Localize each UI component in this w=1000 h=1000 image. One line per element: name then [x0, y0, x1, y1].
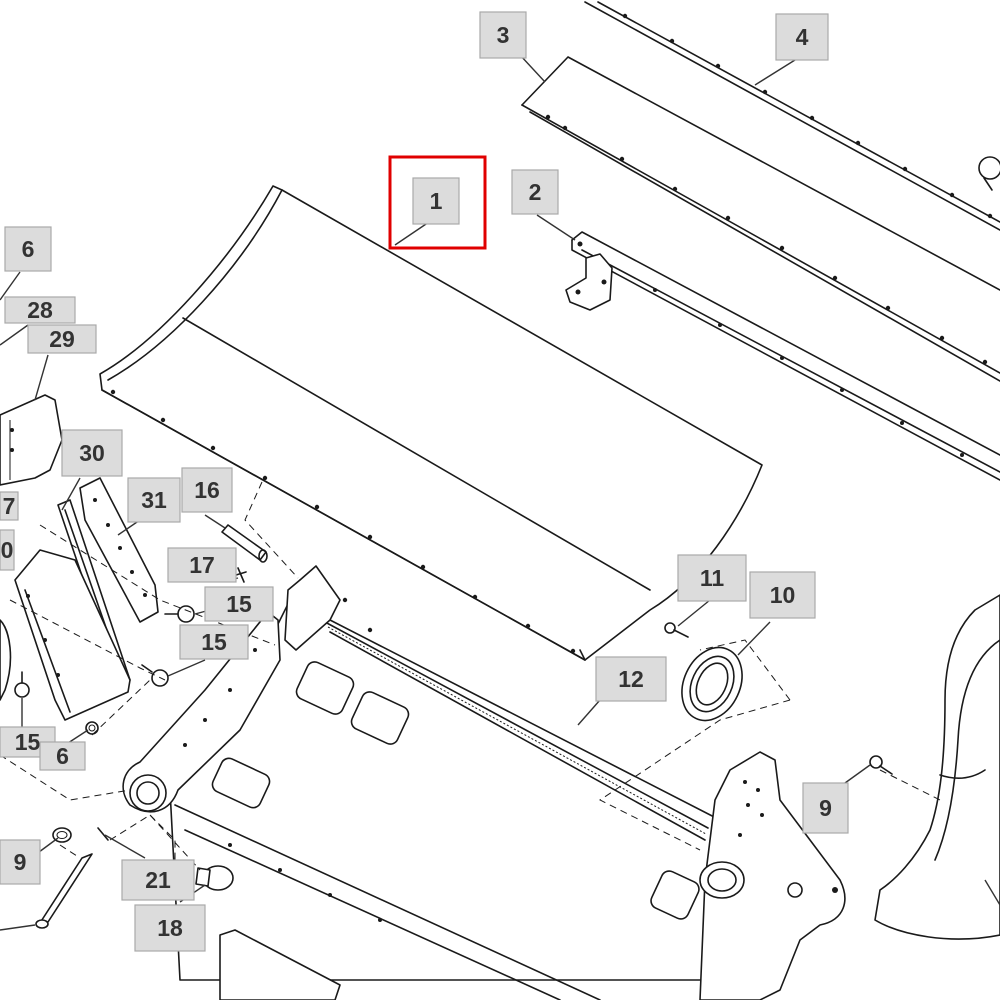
part-18-bolt [195, 865, 234, 891]
callout-number: 15 [15, 729, 41, 755]
callout-number: 7 [3, 493, 16, 519]
callout-15: 15 [179, 624, 249, 660]
callout-box [511, 169, 559, 215]
callout-box [0, 529, 15, 571]
callout-number: 1 [430, 188, 443, 214]
callout-box [4, 226, 52, 272]
part-16-pin [221, 524, 268, 563]
callout-box [127, 477, 181, 523]
callout-box [479, 11, 527, 59]
part-15-bolt-a [164, 605, 195, 623]
callout-16: 16 [181, 467, 233, 513]
callout-9: 9 [0, 839, 41, 885]
right-housing [874, 594, 1000, 940]
knob-fastener [978, 156, 1000, 191]
callout-box [39, 741, 86, 771]
callout-box [595, 656, 667, 702]
callout-6: 6 [39, 741, 86, 771]
callout-box [412, 177, 460, 225]
callout-box [0, 839, 41, 885]
callout-9: 9 [802, 782, 849, 834]
callout-number: 15 [201, 629, 227, 655]
part-15-bolt-c [14, 671, 30, 698]
callout-number: 10 [770, 582, 796, 608]
callout-17: 17 [167, 547, 237, 583]
callout-7: 7 [0, 491, 19, 521]
callout-number: 11 [700, 565, 725, 591]
callout-11: 11 [677, 554, 747, 602]
callout-0: 0 [0, 529, 15, 571]
callout-number: 29 [49, 326, 75, 352]
callout-box [181, 467, 233, 513]
callout-21: 21 [121, 859, 195, 901]
callout-box [775, 13, 829, 61]
leader-lines [0, 54, 1000, 931]
callout-number: 4 [796, 24, 809, 50]
part-6-nut [85, 721, 99, 735]
callout-29: 29 [27, 324, 97, 354]
part-29-bracket [0, 394, 63, 486]
callout-number: 31 [141, 487, 167, 513]
callout-box [749, 571, 816, 619]
part-9-bolt-right [869, 755, 893, 775]
callout-number: 21 [145, 867, 171, 893]
callout-6: 6 [4, 226, 52, 272]
callout-box [179, 624, 249, 660]
part-15-bolt-b [141, 664, 169, 687]
part-31-plate [79, 477, 159, 623]
callout-box [0, 491, 19, 521]
left-side-plate [122, 565, 341, 813]
part-11-screw [664, 622, 689, 638]
callout-3: 3 [479, 11, 527, 59]
left-edge-disc [0, 619, 12, 701]
callout-28: 28 [4, 296, 76, 324]
callout-15: 15 [204, 586, 274, 622]
callout-box [677, 554, 747, 602]
highlight-box-callout-1 [388, 155, 487, 250]
callout-number: 2 [529, 179, 542, 205]
callout-2: 2 [511, 169, 559, 215]
part-17-screw [235, 567, 247, 583]
callout-number: 16 [194, 477, 220, 503]
part-1-panel [99, 185, 763, 661]
part-4-rail [584, 1, 1000, 231]
callout-box [134, 904, 206, 952]
callout-10: 10 [749, 571, 816, 619]
callout-box [4, 296, 76, 324]
callout-box [167, 547, 237, 583]
part-10-seal-ring [681, 646, 743, 722]
left-long-plate [14, 549, 131, 721]
callout-number: 6 [56, 743, 69, 769]
callout-18: 18 [134, 904, 206, 952]
callout-box [61, 429, 123, 477]
callout-1: 1 [412, 177, 460, 225]
right-side-plate [650, 751, 846, 1000]
callout-number: 30 [79, 440, 105, 466]
callout-30: 30 [61, 429, 123, 477]
callout-number: 15 [226, 591, 252, 617]
callout-12: 12 [595, 656, 667, 702]
callout-number: 9 [819, 795, 832, 821]
callout-number: 12 [618, 666, 644, 692]
callout-number: 9 [14, 849, 27, 875]
part-21-pin [35, 827, 109, 929]
callout-box [121, 859, 195, 901]
callout-number: 28 [27, 297, 53, 323]
callout-box [27, 324, 97, 354]
callout-box [204, 586, 274, 622]
part-3-strip [521, 56, 1000, 382]
part-12-base-plate [169, 579, 721, 1000]
callout-number: 3 [497, 22, 510, 48]
callout-box [802, 782, 849, 834]
callout-number: 17 [189, 552, 215, 578]
callout-4: 4 [775, 13, 829, 61]
callout-number: 18 [157, 915, 183, 941]
part-2-bracket [565, 231, 1000, 481]
callout-number: 6 [22, 236, 35, 262]
callout-number: 0 [1, 537, 14, 563]
callout-31: 31 [127, 477, 181, 523]
